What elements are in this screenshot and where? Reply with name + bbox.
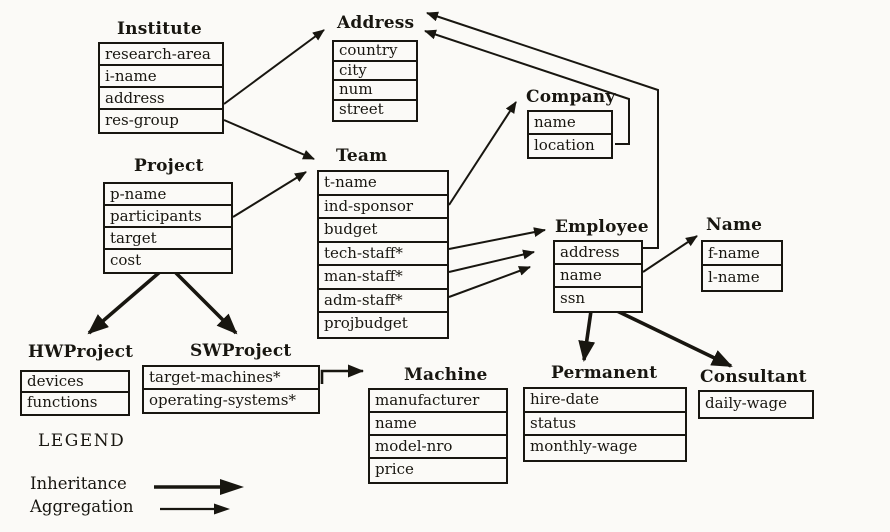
- entity-project-attr-cost: cost: [110, 251, 142, 269]
- edge-employee-name-to-name-aggregation: [642, 235, 698, 273]
- entity-employee-attr-name: name: [555, 265, 641, 288]
- entity-institute-attr-address: address: [100, 88, 222, 110]
- edge-team-tech-staff-to-employee-aggregation: [448, 227, 546, 250]
- entity-name-attr-l-name: l-name: [708, 268, 760, 286]
- entity-name-attr-f-name: f-name: [703, 242, 781, 266]
- entity-institute-attr-i-name: i-name: [100, 66, 222, 88]
- entity-project-attr-participants: participants: [105, 206, 231, 228]
- entity-team-attr-budget: budget: [319, 219, 447, 243]
- entity-swproject-box: target-machines*operating-systems*: [142, 365, 320, 414]
- legend-item-aggregation-label: Aggregation: [30, 497, 134, 516]
- entity-company-attr-name: name: [529, 112, 611, 135]
- entity-permanent-attr-status: status: [525, 413, 685, 436]
- entity-project-title: Project: [134, 156, 204, 176]
- entity-institute-title: Institute: [117, 19, 202, 39]
- entity-machine-title: Machine: [404, 365, 488, 385]
- entity-hwproject-attr-functions: functions: [27, 393, 98, 411]
- entity-consultant-box: daily-wage: [698, 390, 814, 419]
- entity-address-attr-num: num: [334, 81, 416, 101]
- edge-team-man-staff-to-employee-aggregation: [448, 249, 535, 273]
- entity-swproject-attr-target-machines: target-machines*: [144, 367, 318, 390]
- entity-team-attr-man-staff: man-staff*: [319, 266, 447, 290]
- entity-address-attr-street: street: [339, 100, 384, 118]
- entity-address-title: Address: [337, 13, 415, 33]
- edge-employee-to-permanent-inheritance: [578, 310, 596, 362]
- edge-project-to-hwproject-inheritance: [87, 269, 163, 335]
- aggregation-arrow-icon: [160, 503, 230, 515]
- entity-employee-attr-address: address: [555, 242, 641, 265]
- entity-company-attr-location: location: [534, 135, 595, 154]
- entity-team-attr-tech-staff: tech-staff*: [319, 243, 447, 266]
- entity-consultant-attr-daily-wage: daily-wage: [705, 394, 787, 412]
- entity-team-attr-projbudget: projbudget: [324, 314, 408, 332]
- entity-swproject-attr-operating-systems: operating-systems*: [149, 390, 296, 409]
- entity-project-attr-p-name: p-name: [105, 184, 231, 206]
- entity-permanent-title: Permanent: [551, 363, 658, 383]
- entity-team-attr-ind-sponsor: ind-sponsor: [319, 196, 447, 219]
- edge-institute-res-group-to-team-aggregation: [223, 119, 315, 160]
- entity-institute-attr-research-area: research-area: [100, 44, 222, 66]
- entity-machine-attr-price: price: [375, 460, 414, 478]
- entity-employee-attr-ssn: ssn: [560, 289, 586, 307]
- entity-company-title: Company: [526, 87, 616, 107]
- entity-institute-attr-res-group: res-group: [105, 111, 179, 129]
- edge-team-ind-sponsor-to-company-aggregation: [448, 101, 517, 206]
- entity-machine-attr-name: name: [370, 413, 506, 436]
- entity-consultant-title: Consultant: [700, 367, 807, 387]
- edge-swproject-target-machines-to-machine-aggregation: [320, 364, 364, 384]
- entity-machine-attr-manufacturer: manufacturer: [370, 390, 506, 413]
- entity-name-title: Name: [706, 215, 763, 235]
- entity-address-attr-city: city: [334, 62, 416, 81]
- entity-name-box: f-name l-name: [701, 240, 783, 292]
- edge-team-adm-staff-to-employee-aggregation: [448, 266, 531, 298]
- legend-heading: LEGEND: [38, 431, 126, 451]
- entity-address-attr-country: country: [334, 42, 416, 62]
- entity-employee-title: Employee: [555, 217, 649, 237]
- entity-project-attr-target: target: [105, 228, 231, 250]
- entity-team-attr-adm-staff: adm-staff*: [319, 290, 447, 313]
- entity-team-attr-t-name: t-name: [319, 172, 447, 196]
- entity-hwproject-attr-devices: devices: [22, 372, 128, 393]
- edge-institute-address-to-address-aggregation: [223, 29, 325, 105]
- entity-permanent-attr-hire-date: hire-date: [525, 389, 685, 413]
- legend-item-inheritance-label: Inheritance: [30, 474, 127, 493]
- edge-employee-to-consultant-inheritance: [614, 308, 733, 368]
- entity-team-title: Team: [336, 146, 388, 166]
- edge-project-to-swproject-inheritance: [172, 269, 238, 335]
- entity-hwproject-title: HWProject: [28, 342, 134, 362]
- entity-machine-attr-model-nro: model-nro: [370, 436, 506, 459]
- edge-project-participants-to-team-aggregation: [232, 171, 307, 218]
- inheritance-arrow-icon: [154, 479, 244, 495]
- entity-permanent-attr-monthly-wage: monthly-wage: [530, 437, 638, 455]
- entity-swproject-title: SWProject: [190, 341, 292, 361]
